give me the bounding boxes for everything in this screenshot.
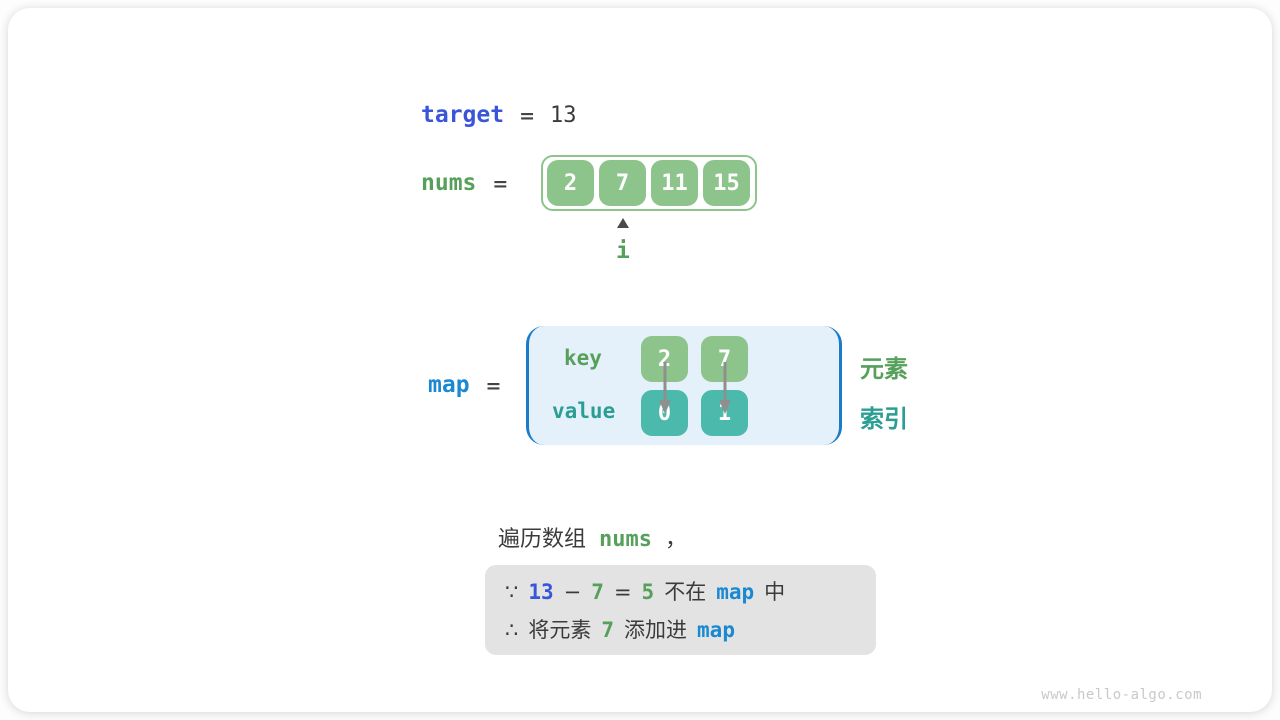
note-line-because: ∵ 13 − 7 = 5 不在 map 中	[505, 576, 856, 606]
array-cell: 7	[599, 160, 646, 206]
map-key-row-label: key	[564, 346, 602, 370]
equals-sign: =	[492, 173, 509, 195]
map-value-row-label: value	[552, 399, 616, 423]
caption-text-after: ，	[665, 527, 688, 552]
note-text-not-in: 不在	[664, 580, 707, 604]
index-pointer-label: i	[616, 238, 630, 264]
nums-var-name: nums	[421, 170, 477, 196]
array-cell: 11	[651, 160, 698, 206]
equals-sign: =	[519, 105, 536, 127]
note-map-code: map	[716, 580, 755, 604]
key-to-value-arrow-icon	[659, 362, 671, 414]
caption-line: 遍历数组 nums ，	[498, 521, 687, 553]
caption-nums-code: nums	[599, 527, 652, 552]
minus-sign: −	[563, 580, 582, 604]
note-target-value: 13	[528, 580, 554, 604]
nums-assignment: nums =	[421, 170, 508, 196]
therefore-symbol: ∴	[505, 618, 519, 642]
note-diff-value: 5	[641, 580, 655, 604]
target-var-name: target	[421, 102, 505, 128]
map-assignment: map =	[428, 372, 501, 398]
note-map-code: map	[697, 618, 735, 642]
target-value: 13	[550, 103, 577, 128]
note-text-add-element: 将元素	[528, 618, 592, 642]
array-cell: 15	[703, 160, 750, 206]
key-to-value-arrow-icon	[719, 362, 731, 414]
because-symbol: ∵	[505, 580, 519, 604]
map-var-name: map	[428, 372, 470, 398]
index-pointer-arrow-icon	[617, 218, 629, 228]
index-side-label: 索引	[860, 405, 908, 433]
diagram-card: target = 13 nums = 2 7 11 15 i map = key…	[8, 8, 1272, 712]
element-side-label: 元素	[860, 355, 908, 383]
equals-sign: =	[613, 580, 632, 604]
equals-sign: =	[485, 375, 502, 397]
target-assignment: target = 13	[421, 102, 577, 128]
nums-array: 2 7 11 15	[541, 155, 757, 211]
note-line-therefore: ∴ 将元素 7 添加进 map	[505, 614, 856, 644]
array-cell: 2	[547, 160, 594, 206]
watermark: www.hello-algo.com	[1041, 687, 1202, 703]
note-current-value: 7	[591, 580, 604, 604]
map-value-cell: 0	[641, 390, 688, 436]
note-box: ∵ 13 − 7 = 5 不在 map 中 ∴ 将元素 7 添加进 map	[485, 565, 876, 655]
caption-text-before: 遍历数组	[498, 527, 587, 552]
note-text-add-into: 添加进	[624, 618, 688, 642]
note-added-value: 7	[601, 618, 615, 642]
note-text-in: 中	[764, 580, 786, 604]
